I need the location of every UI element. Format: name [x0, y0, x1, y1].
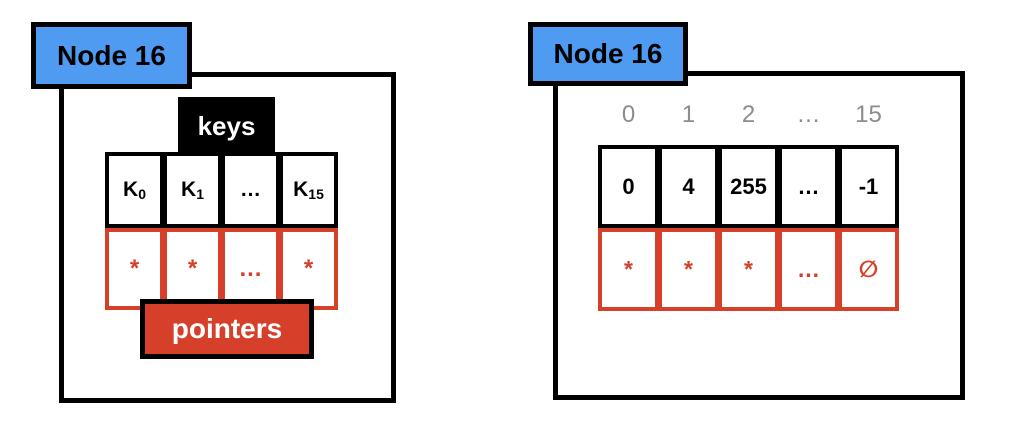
right-index-row: 0 1 2 … 15	[598, 101, 899, 129]
key-value-cell: -1	[838, 145, 899, 228]
key-cell: K1	[163, 152, 222, 228]
key-subscript: 0	[138, 186, 146, 202]
left-keys-caption: keys	[178, 97, 275, 155]
key-cell: K15	[279, 152, 338, 228]
left-pointers-caption: pointers	[140, 299, 314, 359]
pointer-cell-ellipsis: …	[221, 228, 280, 310]
key-subscript: 15	[308, 186, 324, 202]
key-base: K	[181, 178, 197, 201]
left-pointers-caption-text: pointers	[171, 313, 283, 344]
left-keys-caption-text: keys	[197, 110, 256, 141]
key-subscript: 1	[196, 186, 204, 202]
pointer-cell: *	[163, 228, 222, 310]
right-keys-row: 0 4 255 … -1	[598, 145, 899, 228]
key-value-cell: 0	[598, 145, 659, 228]
key-value-cell: 255	[718, 145, 779, 228]
pointer-cell: *	[105, 228, 164, 310]
key-base: K	[293, 178, 309, 201]
index-label-ellipsis: …	[796, 101, 821, 128]
index-label: 0	[621, 101, 636, 128]
key-value-cell: 4	[658, 145, 719, 228]
right-pointers-row: * * * … ∅	[598, 228, 899, 311]
pointer-cell-ellipsis: …	[778, 228, 839, 311]
index-label: 2	[741, 101, 756, 128]
key-base: K	[123, 178, 139, 201]
index-label: 15	[855, 101, 882, 128]
key-cell: K0	[105, 152, 164, 228]
left-node-title-badge: Node 16	[31, 22, 192, 89]
left-pointers-row: * * … *	[105, 228, 338, 310]
pointer-cell: *	[718, 228, 779, 311]
index-label: 1	[681, 101, 696, 128]
key-base: …	[240, 178, 261, 201]
pointer-cell: *	[279, 228, 338, 310]
pointer-cell-null: ∅	[838, 228, 899, 311]
key-cell-ellipsis: …	[221, 152, 280, 228]
left-keys-row: K0 K1 … K15	[105, 152, 338, 228]
pointer-cell: *	[598, 228, 659, 311]
right-node-title: Node 16	[553, 38, 663, 69]
right-node-title-badge: Node 16	[528, 22, 688, 86]
key-value-cell-ellipsis: …	[778, 145, 839, 228]
pointer-cell: *	[658, 228, 719, 311]
left-node-title: Node 16	[57, 39, 166, 71]
